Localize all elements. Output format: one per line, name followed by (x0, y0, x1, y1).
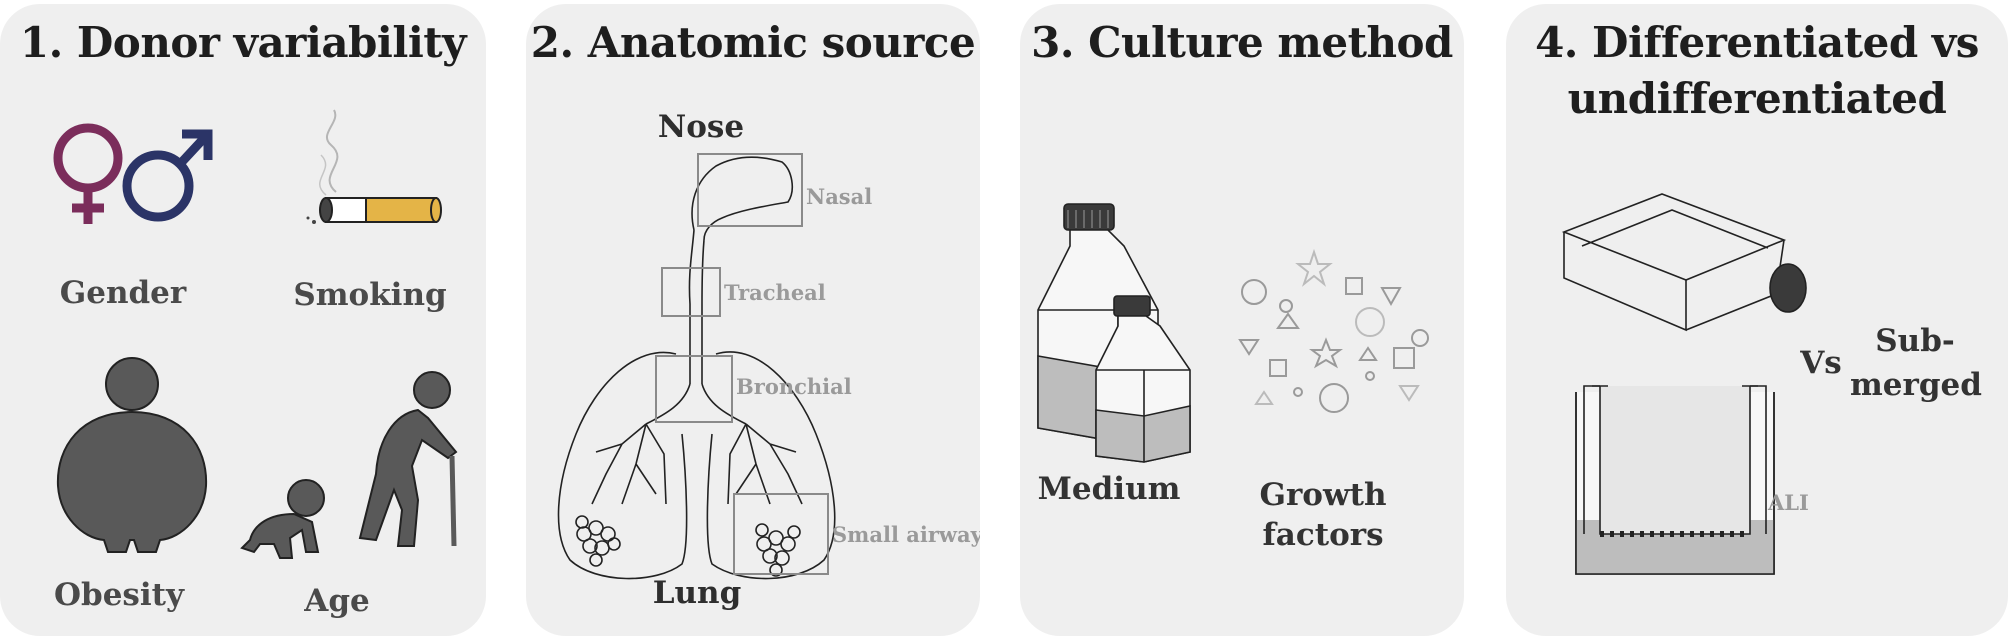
panel-anatomic-source: 2. Anatomic source Nose Lung (526, 4, 980, 636)
tracheal-label: Tracheal (724, 280, 826, 305)
bronchial-label: Bronchial (736, 374, 852, 399)
nasal-region-box (697, 153, 803, 227)
ali-label: ALI (1768, 490, 1809, 515)
baby-icon (240, 479, 325, 559)
gender-label: Gender (59, 275, 187, 311)
bronchial-region-box (655, 355, 733, 423)
small-airway-label: Small airway (832, 522, 980, 547)
smoking-label: Smoking (293, 277, 447, 313)
growth-factors-label-line2: factors (1262, 517, 1384, 553)
small-airway-region-box (733, 493, 829, 575)
panel-title: 3. Culture method (1031, 18, 1453, 67)
panel-culture-method: 3. Culture method Medium (1020, 4, 1464, 636)
tracheal-region-box (661, 267, 721, 317)
left-lung-icon (557, 351, 688, 580)
smoke-icon (325, 109, 339, 193)
elderly-person-icon (358, 371, 458, 547)
panel-title: 1. Donor variability (19, 18, 467, 67)
alveoli-left-icon (575, 515, 621, 567)
female-symbol-icon (53, 123, 123, 224)
right-lung-icon (706, 351, 836, 580)
panel-differentiation: 4. Differentiated vs undifferentiated Vs… (1506, 4, 2008, 636)
panel-title: 2. Anatomic source (530, 18, 976, 67)
submerged-label-line1: Sub- (1875, 323, 1955, 359)
airway-diagram (557, 153, 836, 580)
obesity-label: Obesity (54, 577, 184, 613)
cigarette-icon (306, 109, 442, 224)
submerged-flask-icon (1561, 193, 1807, 332)
growth-factors-icon (1238, 248, 1429, 413)
lung-label: Lung (652, 575, 742, 611)
panel-title-line2: undifferentiated (1567, 74, 1947, 123)
growth-factors-label-line1: Growth (1259, 477, 1387, 513)
male-symbol-icon (122, 129, 213, 222)
trachea-icon (689, 304, 703, 384)
nose-label: Nose (657, 109, 745, 145)
gender-symbol-icon (53, 123, 213, 224)
medium-label: Medium (1037, 471, 1181, 507)
age-label: Age (304, 583, 370, 619)
culture-flasks-icon (1037, 203, 1191, 463)
nasal-cavity-icon (691, 156, 794, 241)
nasal-label: Nasal (806, 184, 873, 209)
panel-title-line1: 4. Differentiated vs (1535, 18, 1979, 67)
alveoli-right-icon (755, 523, 801, 577)
submerged-label-line2: merged (1850, 367, 1982, 403)
panel-donor-variability: 1. Donor variability Gender Smoking Obes… (0, 4, 486, 636)
obesity-icon (56, 357, 208, 553)
transwell-ali-icon (1575, 385, 1775, 575)
vs-label: Vs (1800, 345, 1842, 381)
